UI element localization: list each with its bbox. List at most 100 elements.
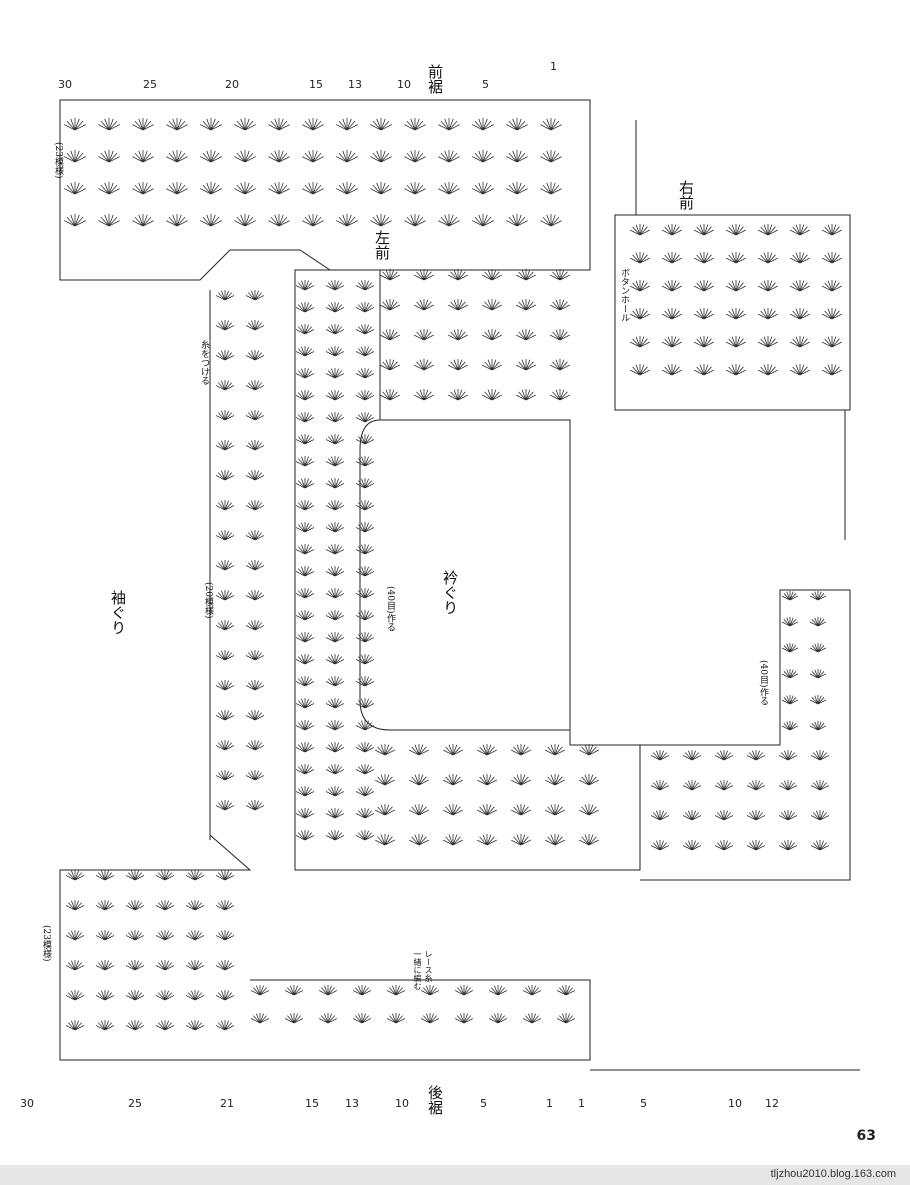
stitch-fan [355, 324, 375, 335]
stitch-fan [482, 299, 502, 311]
stitch-fan [325, 676, 345, 687]
stitch-fan [215, 650, 235, 661]
stitch-fan [822, 336, 842, 348]
stitch-fan [185, 870, 205, 881]
stitch-fan [355, 654, 375, 665]
stitch-fan [245, 410, 265, 421]
stitch-fan [516, 299, 536, 311]
stitch-fan [550, 269, 570, 281]
row-marker: 13 [345, 1097, 359, 1110]
stitch-fan [380, 269, 400, 281]
stitch-fan [355, 412, 375, 423]
stitch-fan [714, 810, 734, 821]
stitch-fan [694, 224, 714, 236]
stitch-fan [355, 522, 375, 533]
stitch-fan [746, 840, 766, 851]
stitch-fan [726, 280, 746, 292]
stitch-fan [215, 870, 235, 881]
stitch-fan [284, 1013, 304, 1024]
stitch-fan [420, 1013, 440, 1024]
stitch-fan [409, 744, 429, 756]
stitch-fan [325, 522, 345, 533]
stitch-fan [438, 118, 460, 131]
pattern-23-bottom-label: (23模様) [41, 925, 51, 962]
stitch-fan [414, 329, 434, 341]
stitch-fan [166, 182, 188, 195]
stitch-fan [682, 750, 702, 761]
stitch-fan [355, 720, 375, 731]
stitch-fan [185, 900, 205, 911]
stitch-fan [245, 530, 265, 541]
stitch-fan [215, 350, 235, 361]
stitch-fan [325, 808, 345, 819]
row-marker: 5 [480, 1097, 487, 1110]
stitch-fan [325, 720, 345, 731]
stitch-fan [318, 985, 338, 996]
stitch-fan [65, 870, 85, 881]
stitch-fan [482, 269, 502, 281]
stitch-fan [215, 380, 235, 391]
stitch-fan [268, 182, 290, 195]
stitch-fan [746, 780, 766, 791]
left-front-label: 左前 [373, 230, 391, 260]
stitch-fan [488, 1013, 508, 1024]
stitch-fan [355, 610, 375, 621]
stitch-fan [448, 299, 468, 311]
stitch-fan [414, 389, 434, 401]
stitch-fan [506, 150, 528, 163]
stitch-fan [245, 590, 265, 601]
stitch-fan [781, 721, 799, 731]
stitch-fan [540, 182, 562, 195]
stitch-fan [370, 182, 392, 195]
stitch-fan [726, 252, 746, 264]
stitch-fan [714, 780, 734, 791]
stitch-fan [522, 985, 542, 996]
stitch-fan [726, 308, 746, 320]
stitch-fan [516, 269, 536, 281]
stitch-fan [155, 1020, 175, 1031]
stitch-fan [215, 590, 235, 601]
stitch-fan [790, 364, 810, 376]
row-marker: 30 [20, 1097, 34, 1110]
stitch-fan [630, 336, 650, 348]
row-marker: 21 [220, 1097, 234, 1110]
stitch-fan [809, 669, 827, 679]
stitch-fan [64, 118, 86, 131]
stitch-fan [454, 985, 474, 996]
stitch-fan [200, 118, 222, 131]
stitch-fan [245, 470, 265, 481]
attach-yarn-label: 糸をつける [199, 340, 209, 385]
pattern-23-top-label: (23模様) [53, 142, 63, 179]
stitch-fan [325, 302, 345, 313]
stitch-fan [409, 834, 429, 846]
stitch-fan [336, 150, 358, 163]
stitch-fan [662, 224, 682, 236]
stitch-fan [295, 566, 315, 577]
stitch-fan [295, 632, 315, 643]
stitch-fan [650, 750, 670, 761]
stitch-fan [325, 698, 345, 709]
stitch-fan [325, 742, 345, 753]
stitch-fan [355, 500, 375, 511]
stitch-fan [355, 830, 375, 841]
stitch-fan [726, 336, 746, 348]
stitch-fan [662, 308, 682, 320]
stitch-fan [325, 830, 345, 841]
stitch-fan [325, 346, 345, 357]
stitch-fan [540, 118, 562, 131]
stitch-fan [295, 830, 315, 841]
stitch-fan [822, 280, 842, 292]
stitch-fan [822, 252, 842, 264]
stitch-fan [325, 412, 345, 423]
stitch-fan [295, 544, 315, 555]
stitch-fan [64, 150, 86, 163]
stitch-fan [550, 299, 570, 311]
stitch-fan [778, 810, 798, 821]
stitch-fan [98, 150, 120, 163]
stitch-fan [404, 214, 426, 227]
stitch-fan [295, 324, 315, 335]
stitch-fan [234, 182, 256, 195]
stitch-fan [414, 299, 434, 311]
stitch-fan [245, 650, 265, 661]
